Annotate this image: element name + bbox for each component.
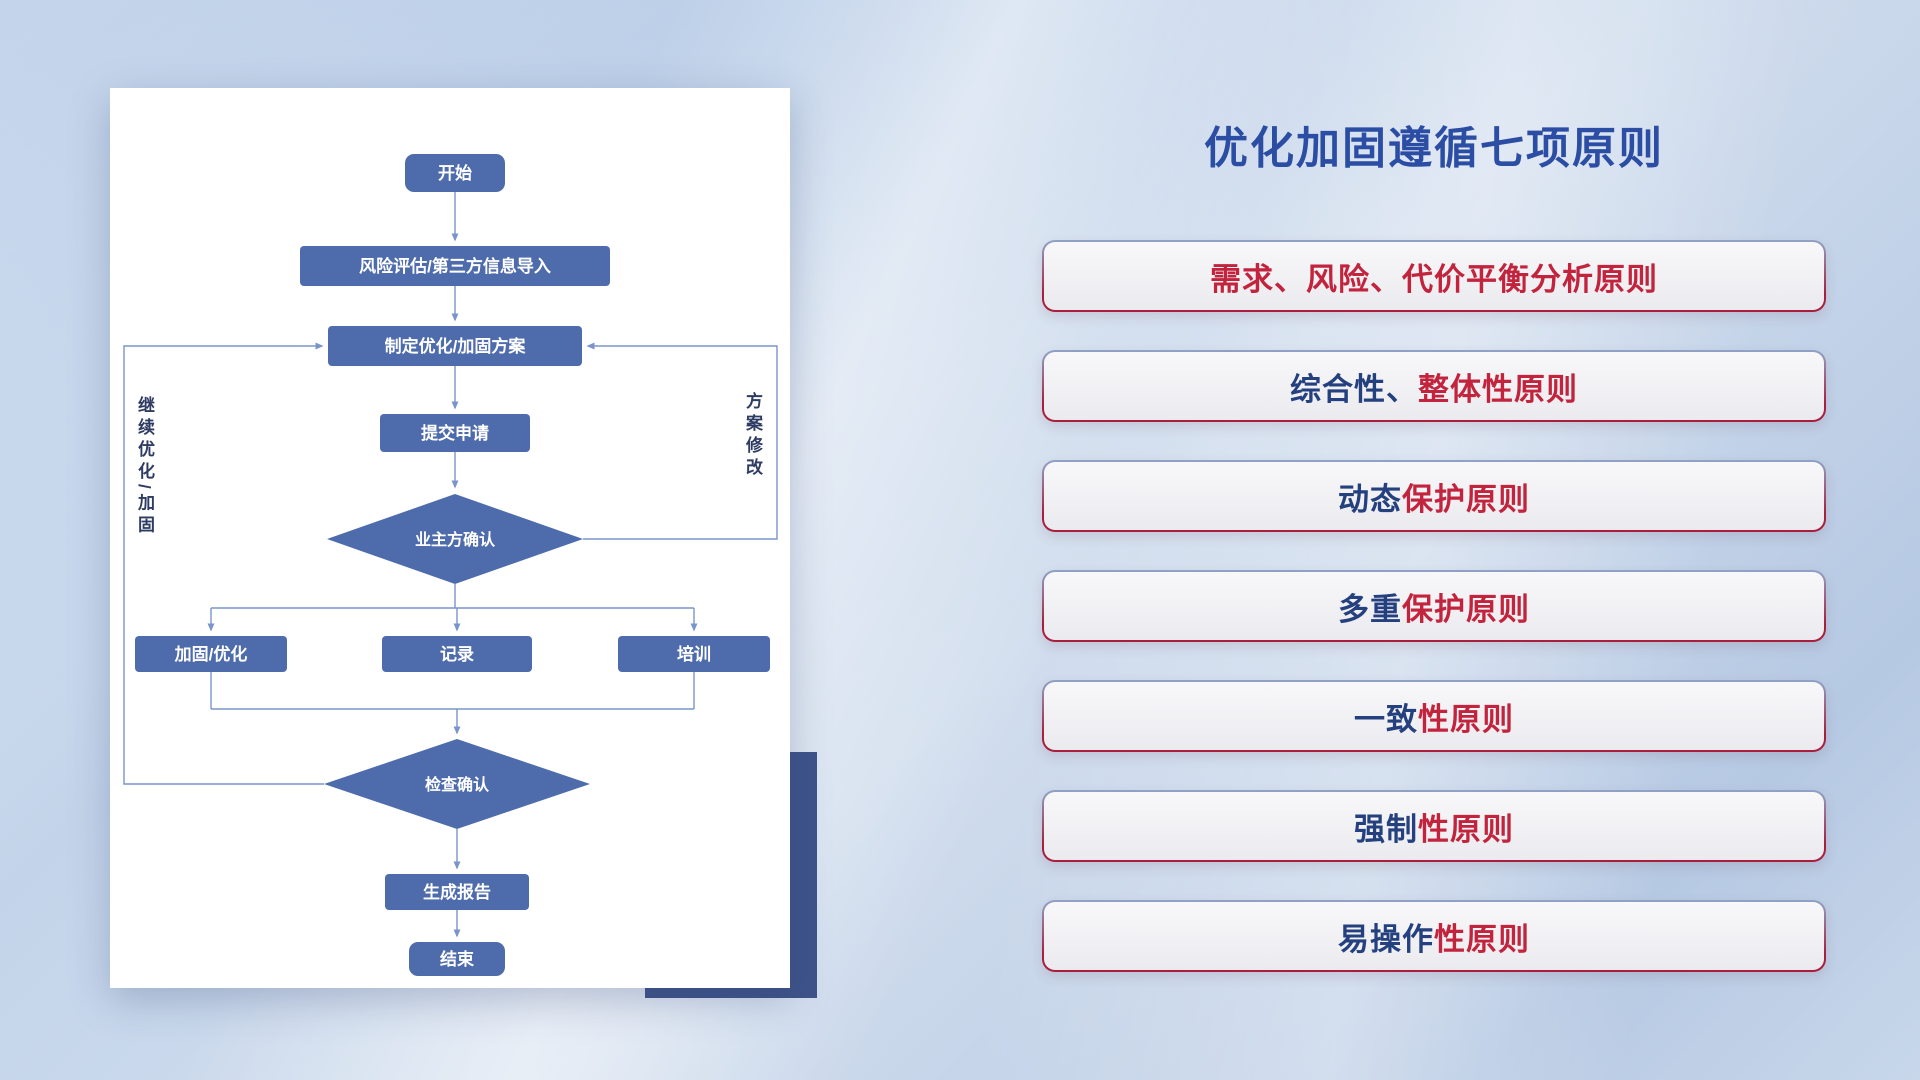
flow-node-check-confirm: 检查确认 — [324, 739, 590, 829]
principle-card: 多重保护原则 — [1042, 570, 1826, 642]
flow-node-owner-confirm-label: 业主方确认 — [415, 530, 496, 549]
flow-node-risk-label: 风险评估/第三方信息导入 — [359, 256, 551, 276]
principle-segment: 一致 — [1354, 701, 1418, 737]
principle-segment: 整体性原则 — [1418, 371, 1578, 407]
flow-edges — [123, 192, 778, 938]
principle-card: 强制性原则 — [1042, 790, 1826, 862]
principle-text: 一致性原则 — [1044, 682, 1824, 750]
flow-node-risk-assessment: 风险评估/第三方信息导入 — [300, 246, 610, 286]
principle-card: 动态保护原则 — [1042, 460, 1826, 532]
flow-node-end: 结束 — [409, 942, 505, 976]
principle-text: 需求、风险、代价平衡分析原则 — [1044, 242, 1824, 310]
plan-revision-loop-label: 方案修改 — [743, 392, 762, 480]
flow-node-check-confirm-label: 检查确认 — [425, 775, 490, 794]
flow-node-owner-confirm: 业主方确认 — [327, 494, 583, 584]
flow-nodes: 开始 风险评估/第三方信息导入 制定优化/加固方案 提交申请 业主方确认 加固/… — [135, 154, 770, 976]
flow-node-submit-label: 提交申请 — [421, 423, 489, 443]
principle-segment: 多重 — [1338, 591, 1402, 627]
flowchart-card: 开始 风险评估/第三方信息导入 制定优化/加固方案 提交申请 业主方确认 加固/… — [110, 88, 790, 988]
principles-list: 需求、风险、代价平衡分析原则 综合性、整体性原则 动态保护原则 多重保护原则 一… — [1042, 240, 1826, 1010]
principle-segment: 性原则 — [1434, 921, 1530, 957]
principle-card: 需求、风险、代价平衡分析原则 — [1042, 240, 1826, 312]
principle-text: 动态保护原则 — [1044, 462, 1824, 530]
principle-segment: 动态 — [1338, 481, 1402, 517]
principle-text: 综合性、整体性原则 — [1044, 352, 1824, 420]
flow-node-record-label: 记录 — [440, 645, 474, 664]
flow-node-submit-request: 提交申请 — [380, 414, 530, 452]
principle-segment: 需求、风险、代价平衡分析原则 — [1210, 261, 1658, 297]
flow-node-record: 记录 — [382, 636, 532, 672]
flowchart-svg: 开始 风险评估/第三方信息导入 制定优化/加固方案 提交申请 业主方确认 加固/… — [123, 154, 778, 976]
principle-text: 强制性原则 — [1044, 792, 1824, 860]
principle-segment: 性原则 — [1418, 701, 1514, 737]
continue-optimize-loop-label: 继续优化/加固 — [135, 396, 154, 538]
principle-text: 多重保护原则 — [1044, 572, 1824, 640]
principle-segment: 综合性、 — [1290, 371, 1418, 407]
principle-card: 综合性、整体性原则 — [1042, 350, 1826, 422]
principle-card: 一致性原则 — [1042, 680, 1826, 752]
flow-node-start-label: 开始 — [438, 163, 472, 183]
flow-node-report-label: 生成报告 — [423, 882, 491, 902]
principle-segment: 保护原则 — [1402, 591, 1530, 627]
principle-segment: 强制 — [1354, 811, 1418, 847]
flow-node-generate-report: 生成报告 — [385, 874, 529, 910]
principle-segment: 保护原则 — [1402, 481, 1530, 517]
principle-segment: 易操作 — [1338, 921, 1434, 957]
flow-node-harden-label: 加固/优化 — [174, 644, 248, 664]
flow-node-training-label: 培训 — [677, 644, 711, 664]
flow-node-start: 开始 — [405, 154, 505, 192]
flow-node-end-label: 结束 — [440, 949, 474, 969]
flow-node-plan-label: 制定优化/加固方案 — [385, 336, 527, 356]
page-title: 优化加固遵循七项原则 — [1204, 124, 1664, 173]
flow-node-make-plan: 制定优化/加固方案 — [328, 326, 582, 366]
principle-segment: 性原则 — [1418, 811, 1514, 847]
principle-card: 易操作性原则 — [1042, 900, 1826, 972]
flow-node-training: 培训 — [618, 636, 770, 672]
principle-text: 易操作性原则 — [1044, 902, 1824, 970]
flow-node-harden-optimize: 加固/优化 — [135, 636, 287, 672]
